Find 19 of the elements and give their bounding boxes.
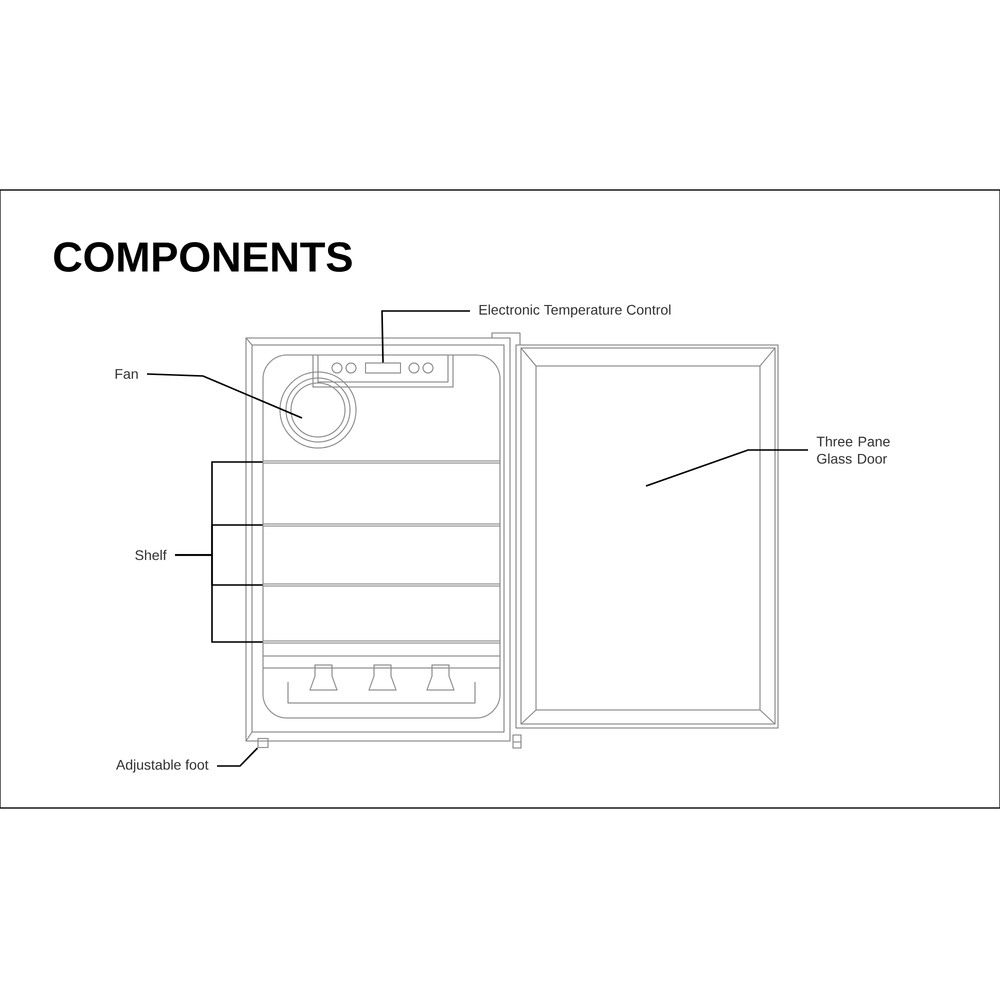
callout-label: Adjustable foot xyxy=(116,760,208,773)
fan-circle xyxy=(280,372,356,448)
title: COMPONENTS xyxy=(54,242,352,272)
leader-line xyxy=(217,747,258,767)
callout-label: Electronic Temperature Control xyxy=(480,304,670,318)
leader-line xyxy=(646,449,808,487)
leader-line xyxy=(381,310,470,363)
callout-label: Fan xyxy=(116,369,138,379)
shelf xyxy=(262,460,500,464)
callout-label: Shelf xyxy=(135,550,167,560)
shelf xyxy=(262,640,500,644)
shelf xyxy=(262,524,500,526)
shelf xyxy=(262,584,500,586)
leader-line xyxy=(146,373,302,419)
foot xyxy=(258,738,268,748)
display-panel xyxy=(365,362,401,374)
leader-line xyxy=(175,554,262,643)
callout-label: Three Pane Glass Door xyxy=(816,436,890,464)
glass-panel xyxy=(536,366,761,710)
